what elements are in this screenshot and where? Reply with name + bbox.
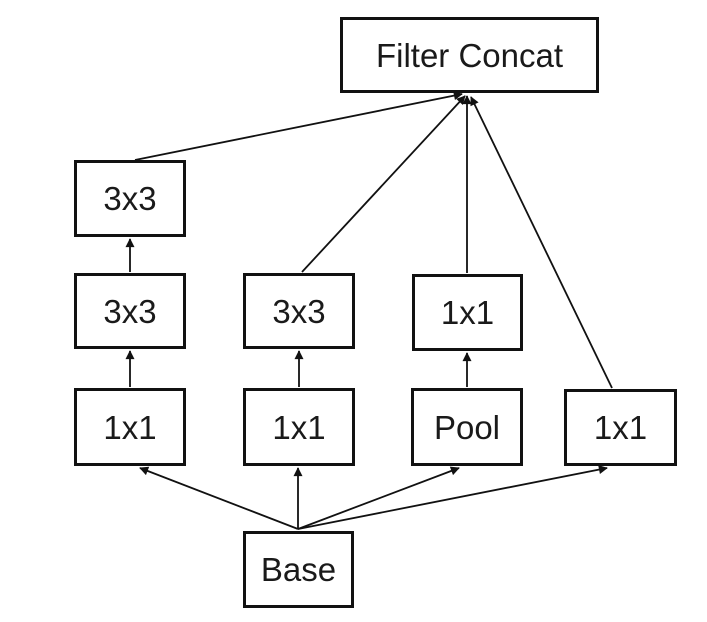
node-branch2-3x3: 3x3 xyxy=(243,273,355,349)
node-branch1-1x1: 1x1 xyxy=(74,388,186,466)
node-branch3-pool: Pool xyxy=(411,388,523,466)
node-branch1-3x3-mid: 3x3 xyxy=(74,273,186,349)
node-label-branch3-1x1: 1x1 xyxy=(440,294,495,331)
edge-branch4-1x1-to-filter-concat xyxy=(470,96,613,389)
node-branch2-1x1: 1x1 xyxy=(243,388,355,466)
node-label-branch2-1x1: 1x1 xyxy=(272,408,326,446)
edge-base-to-branch1-1x1 xyxy=(139,466,299,530)
edge-base-to-branch3-pool xyxy=(297,466,460,530)
node-filter-concat: Filter Concat xyxy=(340,17,599,93)
edge-branch1-3x3-top-to-filter-concat xyxy=(134,91,463,161)
node-label-branch1-1x1: 1x1 xyxy=(103,408,157,446)
edge-branch2-3x3-to-filter-concat xyxy=(301,95,466,273)
node-branch4-1x1: 1x1 xyxy=(564,389,677,466)
node-label-branch1-3x3-mid: 3x3 xyxy=(103,292,157,330)
node-branch3-1x1: 1x1 xyxy=(412,274,523,351)
node-label-filter-concat: Filter Concat xyxy=(375,36,564,74)
node-label-branch2-3x3: 3x3 xyxy=(272,292,326,330)
node-branch1-3x3-top: 3x3 xyxy=(74,160,186,237)
node-label-branch4-1x1: 1x1 xyxy=(593,409,648,446)
edge-base-to-branch4-1x1 xyxy=(297,465,608,530)
node-label-branch3-pool: Pool xyxy=(433,408,501,446)
node-label-branch1-3x3-top: 3x3 xyxy=(103,180,157,217)
node-base: Base xyxy=(243,531,354,608)
node-label-base: Base xyxy=(260,551,337,588)
